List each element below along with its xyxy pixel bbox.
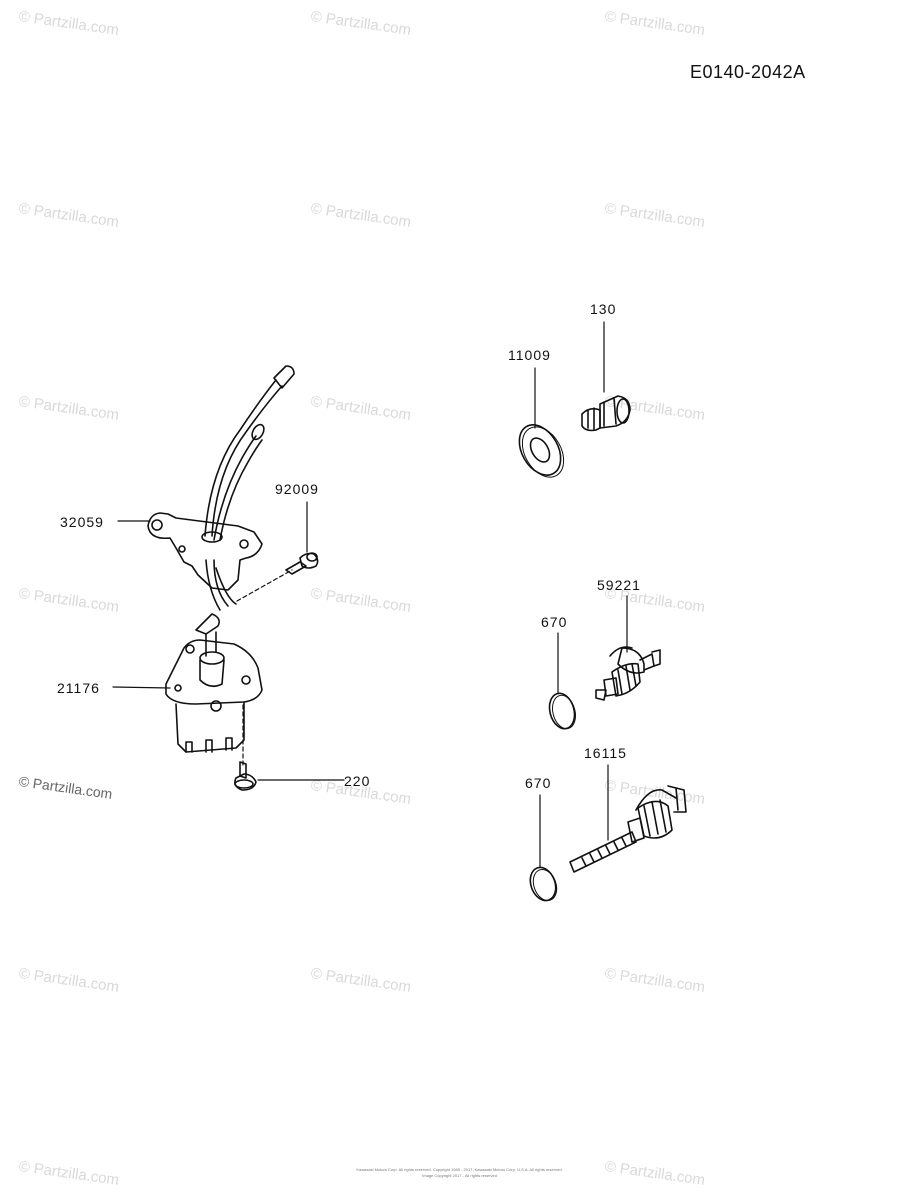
- part-92009-screw: [285, 552, 319, 575]
- copyright-line: Image Copyright 2017 - All rights reserv…: [422, 1173, 497, 1178]
- copyright-line: Kawasaki Motors Corp. All rights reserve…: [356, 1167, 563, 1172]
- callout-11009[interactable]: 11009: [508, 347, 551, 363]
- callout-32059[interactable]: 32059: [60, 514, 104, 530]
- copyright-footer: Kawasaki Motors Corp. All rights reserve…: [352, 1167, 567, 1179]
- callout-59221[interactable]: 59221: [597, 577, 641, 593]
- leader-lines: [112, 321, 628, 868]
- part-670-oring-lower: [529, 866, 558, 902]
- callout-130[interactable]: 130: [590, 301, 617, 317]
- part-220-bolt: [234, 761, 257, 791]
- part-32059-bracket: [147, 365, 295, 635]
- part-59221-sensor: [595, 646, 661, 701]
- callout-670-lower[interactable]: 670: [525, 775, 552, 791]
- callout-220[interactable]: 220: [344, 773, 371, 789]
- part-130-plug: [581, 395, 631, 432]
- part-21176-switch: [165, 631, 263, 753]
- callout-21176[interactable]: 21176: [57, 680, 100, 696]
- callout-92009[interactable]: 92009: [275, 481, 319, 497]
- part-11009-washer: [518, 424, 565, 478]
- part-16115-valve: [569, 785, 687, 873]
- diagram-reference-code: E0140-2042A: [690, 62, 806, 82]
- callout-670-upper[interactable]: 670: [541, 614, 568, 630]
- part-670-oring-upper: [548, 692, 577, 730]
- callout-16115[interactable]: 16115: [584, 745, 627, 761]
